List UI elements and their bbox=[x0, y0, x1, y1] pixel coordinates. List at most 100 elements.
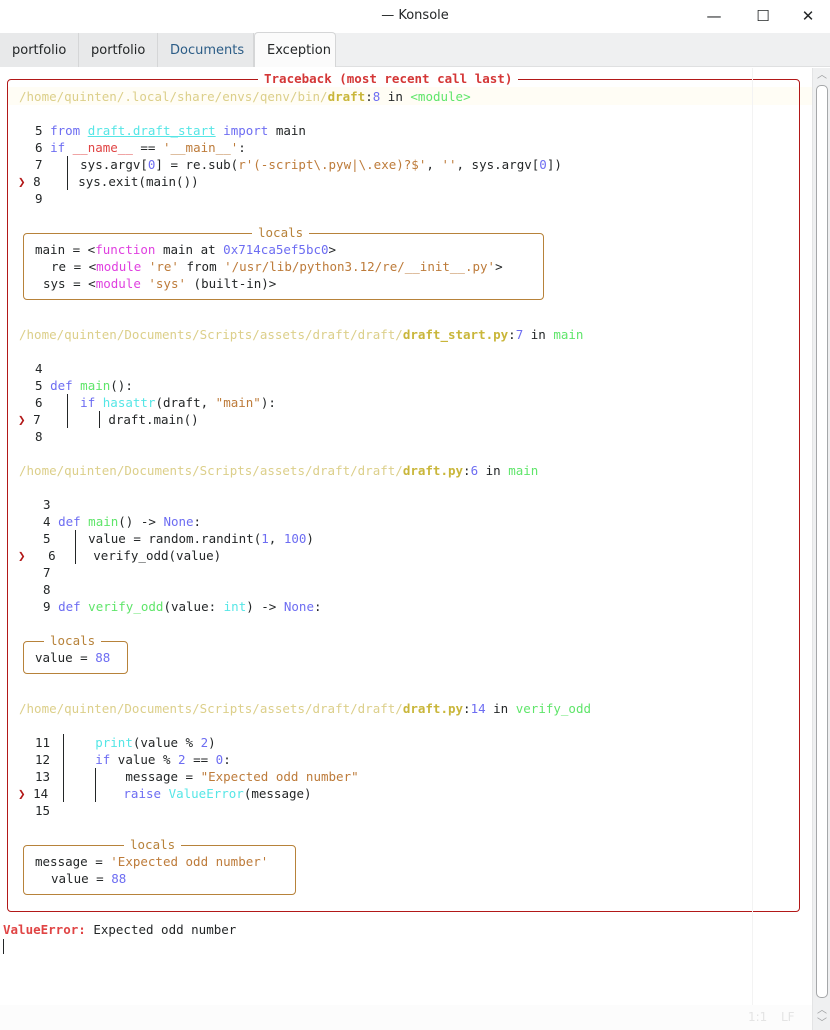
code-line: 12 if value % 2 == 0: bbox=[35, 752, 231, 767]
code-line: 4 bbox=[35, 361, 43, 376]
locals-title: locals bbox=[124, 836, 182, 853]
local-var: value = 88 bbox=[51, 871, 127, 886]
line-ending: LF bbox=[781, 1010, 795, 1024]
locals-panel: locals bbox=[23, 836, 296, 895]
frame-header: /home/quinten/Documents/Scripts/assets/d… bbox=[19, 701, 592, 716]
current-line-marker-icon: ❯ bbox=[18, 174, 26, 189]
locals-panel: locals bbox=[23, 224, 544, 300]
text-cursor bbox=[3, 939, 4, 954]
code-line: 7 sys.argv[0] = re.sub(r'(-script\.pyw|\… bbox=[35, 157, 562, 172]
local-var: sys = <module 'sys' (built-in)> bbox=[43, 276, 277, 291]
indent-guide bbox=[63, 734, 64, 802]
status-bar: 1:1 LF bbox=[0, 1005, 812, 1030]
error-type: ValueError: bbox=[3, 922, 86, 937]
code-line: 3 bbox=[43, 497, 51, 512]
frame-path: /home/quinten/Documents/Scripts/assets/d… bbox=[19, 327, 403, 342]
minimize-icon: — bbox=[706, 7, 722, 25]
scroll-up-icon[interactable]: ︿ bbox=[817, 1005, 827, 1016]
code-line-current: ❯ 7 draft.main() bbox=[18, 412, 199, 427]
code-line-current: ❯ 14 raise ValueError(message) bbox=[18, 786, 312, 801]
in-label: in bbox=[387, 89, 403, 104]
indent-guide bbox=[75, 530, 76, 564]
indent-guide bbox=[95, 768, 96, 802]
tab-portfolio-2[interactable]: portfolio bbox=[79, 33, 158, 67]
cursor-position: 1:1 bbox=[748, 1010, 768, 1024]
scroll-down-icon[interactable]: ﹀ bbox=[817, 1018, 827, 1029]
frame-line: 7 bbox=[515, 327, 524, 342]
local-var: main = <function main at 0x714ca5ef5bc0> bbox=[35, 242, 337, 257]
code-line: 13 message = "Expected odd number" bbox=[35, 769, 359, 784]
margin-line bbox=[752, 68, 753, 1005]
window-titlebar: — Konsole — ☐ ✕ bbox=[0, 0, 830, 32]
close-icon: ✕ bbox=[801, 7, 815, 25]
frame-file: draft.py bbox=[402, 701, 464, 716]
frame-func: verify_odd bbox=[515, 701, 592, 716]
line-number: 9 bbox=[35, 191, 43, 206]
indent-guide bbox=[99, 411, 100, 428]
code-line-current: ❯ 6 verify_odd(value) bbox=[18, 548, 222, 563]
error-line: ValueError: Expected odd number bbox=[3, 921, 236, 938]
local-var: re = <module 're' from '/usr/lib/python3… bbox=[51, 259, 503, 274]
error-message: Expected odd number bbox=[93, 922, 237, 937]
terminal-output[interactable]: Traceback (most recent call last) /home/… bbox=[0, 68, 830, 1028]
code-line: 6 if hasattr(draft, "main"): bbox=[35, 395, 276, 410]
line-number: 7 bbox=[35, 157, 43, 172]
code-line: 5 def main(): bbox=[35, 378, 133, 393]
code-line-current: ❯ 8 sys.exit(main()) bbox=[18, 174, 199, 189]
locals-title: locals bbox=[252, 224, 310, 241]
frame-line: 14 bbox=[470, 701, 486, 716]
indent-guide bbox=[67, 394, 68, 428]
code-line: 9 bbox=[35, 190, 43, 207]
frame-file: draft bbox=[327, 89, 366, 104]
frame-path: /home/quinten/.local/share/envs/qenv/bin… bbox=[19, 89, 328, 104]
line-number: 6 bbox=[35, 140, 43, 155]
code-line: 6 if __name__ == '__main__': bbox=[35, 140, 246, 155]
tab-documents[interactable]: Documents bbox=[158, 33, 254, 67]
frame-header: /home/quinten/Documents/Scripts/assets/d… bbox=[19, 327, 584, 342]
frame-func: <module> bbox=[410, 89, 471, 104]
current-line-marker-icon: ❯ bbox=[18, 412, 26, 427]
minimize-button[interactable]: — bbox=[704, 6, 724, 26]
maximize-icon: ☐ bbox=[756, 7, 770, 25]
tab-bar: portfolio portfolio Documents Exception bbox=[0, 32, 830, 67]
code-line: 8 bbox=[35, 429, 43, 444]
frame-header: /home/quinten/Documents/Scripts/assets/d… bbox=[19, 463, 539, 478]
indent-guide bbox=[67, 156, 68, 190]
tab-portfolio-1[interactable]: portfolio bbox=[0, 33, 79, 67]
local-var: value = 88 bbox=[35, 650, 111, 665]
frame-header: /home/quinten/.local/share/envs/qenv/bin… bbox=[19, 89, 471, 104]
frame-path: /home/quinten/Documents/Scripts/assets/d… bbox=[19, 701, 403, 716]
frame-file: draft_start.py bbox=[402, 327, 509, 342]
code-line: 7 bbox=[43, 565, 51, 580]
in-label: in bbox=[530, 327, 546, 342]
code-line: 4 def main() -> None: bbox=[43, 514, 202, 529]
frame-path: /home/quinten/Documents/Scripts/assets/d… bbox=[19, 463, 403, 478]
frame-file: draft.py bbox=[402, 463, 464, 478]
frame-line: 8 bbox=[372, 89, 381, 104]
current-line-highlight bbox=[8, 87, 830, 105]
current-line-marker-icon: ❯ bbox=[18, 548, 26, 563]
maximize-button[interactable]: ☐ bbox=[753, 6, 773, 26]
tab-exception[interactable]: Exception bbox=[254, 32, 336, 67]
vertical-scrollbar[interactable]: ︿ ︿ ﹀ bbox=[812, 68, 830, 1030]
frame-func: main bbox=[508, 463, 539, 478]
code-line: 8 bbox=[43, 582, 51, 597]
line-number: 8 bbox=[33, 174, 41, 189]
code-line: 5 value = random.randint(1, 100) bbox=[43, 531, 314, 546]
close-button[interactable]: ✕ bbox=[798, 6, 818, 26]
code-line: 5 from draft.draft_start import main bbox=[35, 123, 306, 138]
frame-line: 6 bbox=[470, 463, 479, 478]
frame-func: main bbox=[553, 327, 584, 342]
code-line: 9 def verify_odd(value: int) -> None: bbox=[43, 599, 322, 614]
code-line: 11 print(value % 2) bbox=[35, 735, 216, 750]
code-line: 15 bbox=[35, 803, 51, 818]
window-title: — Konsole bbox=[381, 8, 449, 23]
current-line-marker-icon: ❯ bbox=[18, 786, 26, 801]
local-var: message = 'Expected odd number' bbox=[35, 854, 269, 869]
in-label: in bbox=[493, 701, 509, 716]
scrollbar-thumb[interactable] bbox=[816, 85, 828, 998]
scroll-up-icon[interactable]: ︿ bbox=[817, 70, 827, 81]
locals-title: locals bbox=[44, 632, 102, 649]
locals-panel: locals bbox=[23, 632, 128, 674]
traceback-title: Traceback (most recent call last) bbox=[258, 70, 519, 87]
